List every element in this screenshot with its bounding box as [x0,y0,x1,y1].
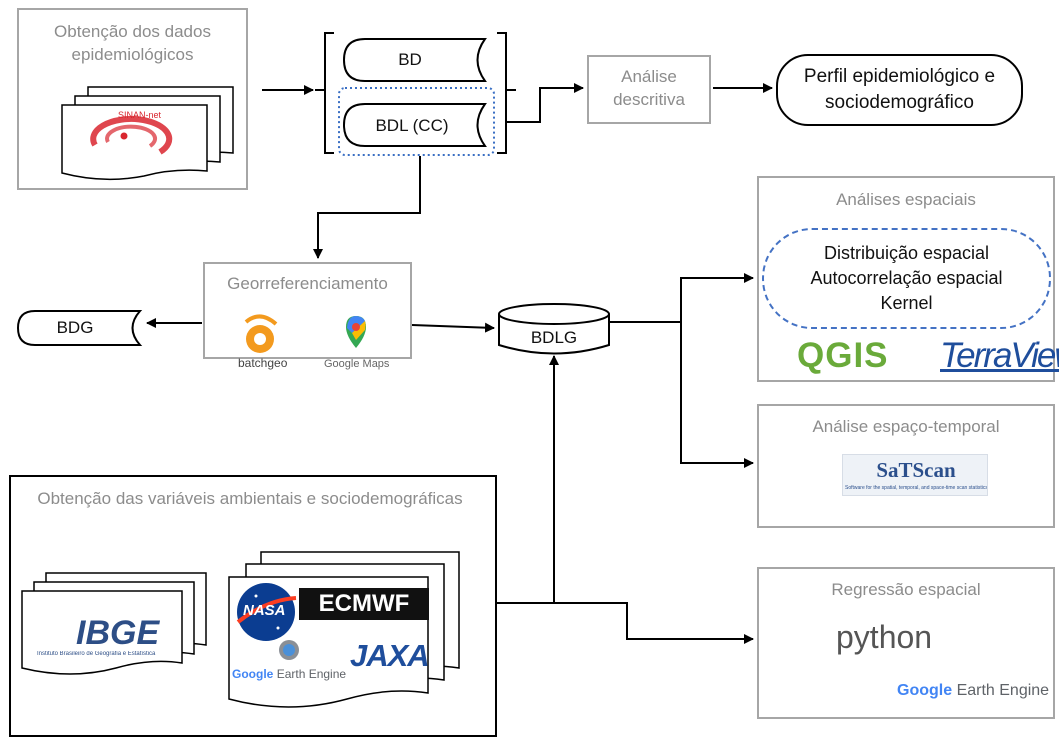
regressao-box [757,567,1055,719]
nasa-logo: NASA [243,602,286,619]
satscan-logo-box: SaTScan Software for the spatial, tempor… [842,454,988,496]
bd-label: BD [398,50,422,69]
ibge-logo: IBGE [76,614,160,652]
nasa-icon [236,583,297,641]
arrow-georref-to-bdlg [411,322,495,333]
arrow-variaveis-to-regressao [496,602,754,644]
analise-descritiva-box [587,55,711,124]
regressao-earth-engine-text: Earth Engine [956,682,1050,699]
bdg-label: BDG [56,318,94,337]
bdl-label: BDL (CC) [375,116,449,135]
perfil-label: Perfil epidemiológico e sociodemográfico [803,66,996,113]
arrow-to-espaciais [680,273,754,322]
sinan-label: SINAN-net [118,110,162,120]
regressao-earth-engine-logo: Google Earth Engine [897,682,1049,700]
georref-box [203,262,412,359]
bracket-left [324,32,334,154]
satscan-logo: SaTScan [876,458,956,482]
epi-data-title: Obtenção dos dados epidemiológicos [54,22,211,64]
earth-engine-text: Earth Engine [276,667,347,681]
bracket-right [497,32,507,154]
bd-shape [342,38,487,82]
batchgeo-label: batchgeo [238,356,288,370]
arrow-to-temporal [680,322,754,468]
satscan-tagline: Software for the spatial, temporal, and … [845,485,987,491]
ecmwf-bg [299,588,429,620]
analises-espaciais-title: Análises espaciais [836,190,976,209]
qgis-logo: QGIS [797,336,889,375]
analise-item-kernel: Kernel [880,293,933,313]
bdl-shape [342,103,487,147]
earth-engine-logo: Google Earth Engine [232,667,346,681]
google-maps-label: Google Maps [324,358,390,370]
jaxa-logo: JAXA [350,638,430,673]
perfil-pill: Perfil epidemiológico e sociodemográfico [776,54,1023,126]
regressao-title: Regressão espacial [831,580,981,599]
analises-list: Distribuição espacial Autocorrelação esp… [762,241,1051,316]
analise-descritiva-label: Análise descritiva [613,67,685,109]
terraview-logo: TerraView [940,336,1059,375]
earth-engine-icon [279,640,299,660]
regressao-earth-engine-google: Google [897,682,953,699]
analise-item-autocorrelacao: Autocorrelação espacial [810,268,1003,288]
ibge-subtitle: Instituto Brasileiro de Geografia e Esta… [37,651,156,657]
batchgeo-icon [244,314,278,353]
variaveis-title: Obtenção das variáveis ambientais e soci… [37,489,463,508]
earth-engine-google: Google [232,667,274,681]
python-logo: python [836,619,933,655]
espaco-temporal-title: Análise espaço-temporal [812,417,1000,436]
analises-dashed-oval [762,228,1051,329]
arrow-bdl-to-georref [313,156,421,259]
bdlg-label: BDLG [530,328,578,347]
analise-item-distribuicao: Distribuição espacial [823,243,990,263]
google-maps-pin-icon [346,316,366,348]
georref-title: Georreferenciamento [227,274,388,293]
ecmwf-logo: ECMWF [318,590,410,617]
arrow-bd-to-analise [505,83,584,123]
bdl-highlight [338,87,495,156]
